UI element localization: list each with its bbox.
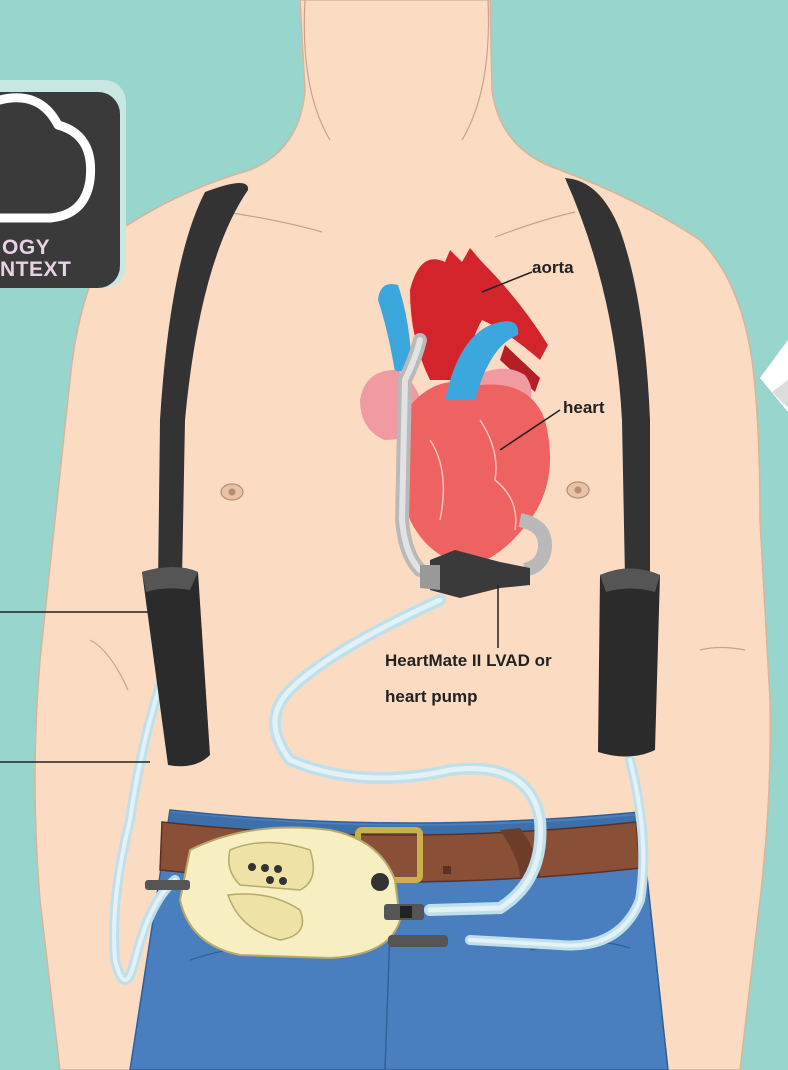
label-aorta: aorta (532, 258, 574, 278)
label-pump-line-1: HeartMate II LVAD or (385, 651, 552, 671)
badge-line-1: OGY (2, 236, 50, 260)
label-heart: heart (563, 398, 605, 418)
label-pump-line-2: heart pump (385, 687, 478, 707)
badge-line-2: NTEXT (0, 258, 71, 282)
right-battery-holster (598, 569, 660, 757)
